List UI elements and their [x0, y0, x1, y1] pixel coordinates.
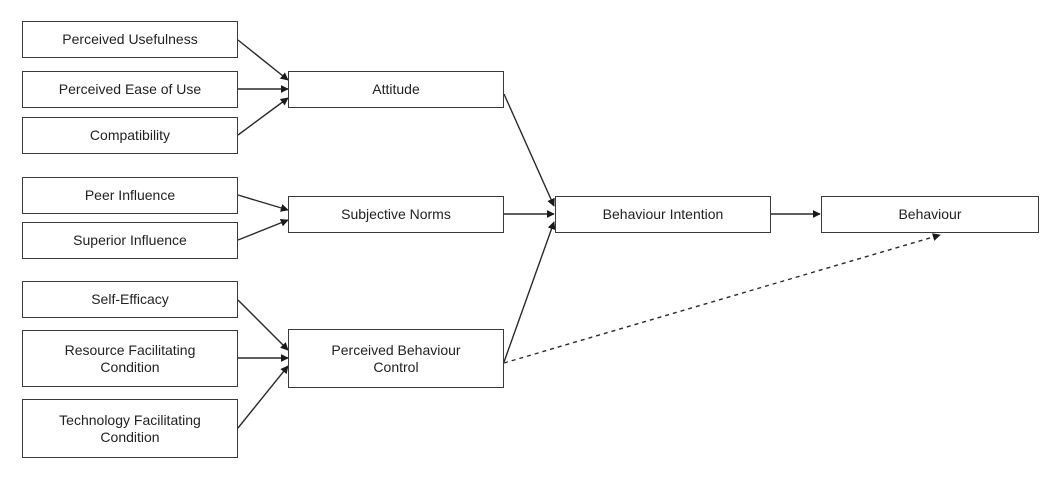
node-technology-facilitating-condition: Technology Facilitating Condition: [22, 399, 238, 458]
node-label-line-2: Condition: [100, 358, 160, 375]
node-self-efficacy: Self-Efficacy: [22, 281, 238, 318]
edge-selfefficacy-to-pbc: [237, 299, 289, 351]
edge-attitude-to-intention: [503, 93, 555, 207]
node-label: Behaviour: [898, 206, 962, 222]
node-behaviour-intention: Behaviour Intention: [555, 196, 771, 233]
edge-pbc-to-intention: [503, 221, 556, 363]
node-label-line-1: Technology Facilitating: [59, 411, 201, 428]
node-label-line-1: Perceived Behaviour: [331, 341, 461, 358]
node-label: Subjective Norms: [341, 206, 451, 222]
node-behaviour: Behaviour: [821, 196, 1039, 233]
node-label: Behaviour Intention: [602, 206, 724, 222]
node-resource-facilitating-condition: Resource Facilitating Condition: [22, 330, 238, 387]
node-label: Compatibility: [89, 127, 171, 143]
node-superior-influence: Superior Influence: [22, 222, 238, 259]
node-subjective-norms: Subjective Norms: [288, 196, 504, 233]
node-label: Perceived Ease of Use: [58, 81, 202, 97]
edge-pbc-to-behaviour-dashed: [503, 233, 941, 364]
edge-peer-to-norms: [237, 194, 289, 212]
edge-usefulness-to-attitude: [237, 39, 289, 81]
node-label-line-1: Resource Facilitating: [64, 341, 196, 358]
node-label: Attitude: [372, 81, 420, 97]
node-perceived-behaviour-control: Perceived Behaviour Control: [288, 329, 504, 388]
node-label: Peer Influence: [84, 187, 176, 203]
edge-compatibility-to-attitude: [237, 97, 289, 136]
node-peer-influence: Peer Influence: [22, 177, 238, 214]
node-attitude: Attitude: [288, 71, 504, 108]
node-label-line-2: Control: [373, 358, 419, 375]
edge-technology-to-pbc: [237, 365, 289, 429]
node-label: Perceived Usefulness: [62, 31, 198, 47]
node-compatibility: Compatibility: [22, 117, 238, 154]
node-label-line-2: Condition: [100, 428, 160, 445]
node-label: Superior Influence: [73, 232, 187, 248]
node-label: Self-Efficacy: [91, 291, 169, 307]
node-perceived-ease-of-use: Perceived Ease of Use: [22, 71, 238, 108]
node-perceived-usefulness: Perceived Usefulness: [22, 21, 238, 58]
edge-superior-to-norms: [237, 218, 289, 241]
